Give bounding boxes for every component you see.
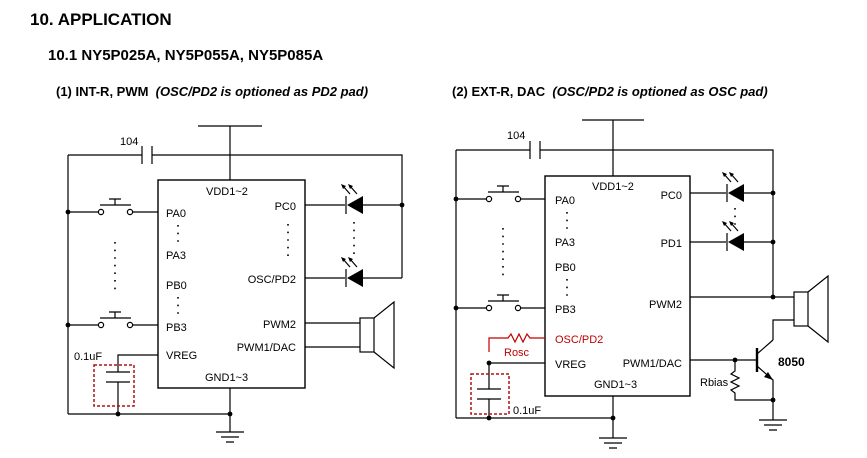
c1-pin-osc-pd2: OSC/PD2 bbox=[248, 274, 296, 286]
c2-rosc-label: Rosc bbox=[504, 347, 530, 359]
section-title: 10. APPLICATION bbox=[30, 10, 172, 29]
subsection-title: 10.1 NY5P025A, NY5P055A, NY5P085A bbox=[48, 47, 324, 64]
c1-junction bbox=[399, 202, 405, 208]
c2-junction bbox=[770, 190, 776, 196]
circuit2-caption-note: (OSC/PD2 is optioned as OSC pad) bbox=[552, 84, 768, 99]
c1-ground-icon bbox=[216, 431, 244, 443]
c1-pin-pwm2: PWM2 bbox=[263, 319, 296, 331]
c2-pin-pwm1-dac: PWM1/DAC bbox=[623, 358, 682, 370]
c2-rbias-resistor bbox=[729, 360, 773, 401]
c2-junction bbox=[610, 415, 616, 421]
c2-vreg-cap-highlight bbox=[470, 373, 510, 415]
c2-switch-pb3 bbox=[456, 294, 545, 312]
c2-junction bbox=[453, 196, 459, 202]
c1-junction bbox=[227, 411, 233, 417]
c2-junction bbox=[486, 415, 492, 421]
c2-pin-pwm2: PWM2 bbox=[649, 299, 682, 311]
circuit2-schematic: 104 VDD1~2 GND1~3 PA0 PA3 PB0 PB3 OSC/PD… bbox=[453, 119, 829, 449]
c1-ic-body bbox=[157, 179, 306, 389]
c2-pin-pb0: PB0 bbox=[555, 262, 576, 274]
c2-led-pc0 bbox=[690, 172, 773, 202]
c1-junction bbox=[65, 209, 71, 215]
c2-rbias-label: Rbias bbox=[700, 377, 729, 389]
c2-transistor-label: 8050 bbox=[778, 355, 805, 369]
c2-bottom-rail bbox=[456, 396, 614, 438]
c2-pin-vreg: VREG bbox=[555, 359, 586, 371]
c2-pin-pa0: PA0 bbox=[555, 195, 575, 207]
c2-pin-osc-pd2: OSC/PD2 bbox=[555, 334, 603, 346]
c2-junction bbox=[486, 360, 492, 366]
c2-led-pd1 bbox=[690, 221, 773, 251]
c2-pin-pa3: PA3 bbox=[555, 237, 575, 249]
c2-ic-body bbox=[544, 175, 691, 397]
c1-capacitor-label: 104 bbox=[120, 136, 138, 148]
c2-ground-icon bbox=[599, 437, 627, 449]
c1-pin-pa3: PA3 bbox=[166, 250, 186, 262]
c2-top-rail bbox=[456, 149, 774, 297]
c1-pin-pb0: PB0 bbox=[166, 280, 187, 292]
c2-junction bbox=[770, 397, 776, 403]
c2-pin-pb3: PB3 bbox=[555, 304, 576, 316]
c2-gnd-label: GND1~3 bbox=[594, 379, 637, 391]
c2-pin-pc0: PC0 bbox=[661, 190, 682, 202]
c2-junction bbox=[770, 294, 776, 300]
c2-rosc-resistor bbox=[488, 332, 545, 352]
c1-top-rail bbox=[68, 154, 403, 278]
c2-ground-icon-transistor bbox=[759, 419, 787, 431]
c1-bottom-rail bbox=[68, 388, 231, 432]
circuit1-caption-note: (OSC/PD2 is optioned as PD2 pad) bbox=[155, 84, 369, 99]
c1-junction bbox=[65, 322, 71, 328]
c1-vreg-cap-highlight bbox=[93, 364, 135, 407]
circuit2-caption-main: (2) EXT-R, DAC bbox=[452, 84, 546, 99]
c2-speaker-icon bbox=[690, 274, 829, 344]
c2-vreg-cap-label: 0.1uF bbox=[513, 405, 541, 417]
circuit2-caption: (2) EXT-R, DAC (OSC/PD2 is optioned as O… bbox=[452, 84, 768, 99]
c2-vdd-label: VDD1~2 bbox=[592, 181, 634, 193]
c1-pin-vreg: VREG bbox=[166, 350, 197, 362]
c1-led-pc0 bbox=[305, 184, 402, 214]
c1-pin-pb3: PB3 bbox=[166, 322, 187, 334]
circuit1-caption-main: (1) INT-R, PWM bbox=[56, 84, 149, 99]
c2-transistor-icon bbox=[690, 339, 774, 420]
circuit1-caption: (1) INT-R, PWM (OSC/PD2 is optioned as P… bbox=[56, 84, 368, 99]
c1-pin-pc0: PC0 bbox=[275, 201, 296, 213]
circuit1-schematic: VDD1~2 GND1~3 PA0 PA3 PB0 PB3 VREG PC0 O… bbox=[65, 125, 405, 443]
c1-gnd-label: GND1~3 bbox=[205, 372, 248, 384]
c2-junction bbox=[453, 305, 459, 311]
c1-junction bbox=[115, 411, 121, 417]
c1-switch-pa0 bbox=[68, 198, 158, 216]
c1-vdd-label: VDD1~2 bbox=[206, 186, 248, 198]
c2-capacitor-label: 104 bbox=[507, 130, 525, 142]
c1-switch-pb3 bbox=[68, 311, 158, 329]
c1-vreg-wire bbox=[117, 354, 158, 414]
c2-pin-pd1: PD1 bbox=[661, 238, 682, 250]
c1-pin-pwm1-dac: PWM1/DAC bbox=[237, 342, 296, 354]
c1-pin-pa0: PA0 bbox=[166, 208, 186, 220]
c2-junction bbox=[770, 239, 776, 245]
c1-led-osc-pd2 bbox=[305, 257, 402, 287]
c2-switch-pa0 bbox=[456, 185, 545, 203]
c1-speaker-icon bbox=[305, 300, 395, 370]
c1-vreg-cap-label: 0.1uF bbox=[74, 351, 102, 363]
